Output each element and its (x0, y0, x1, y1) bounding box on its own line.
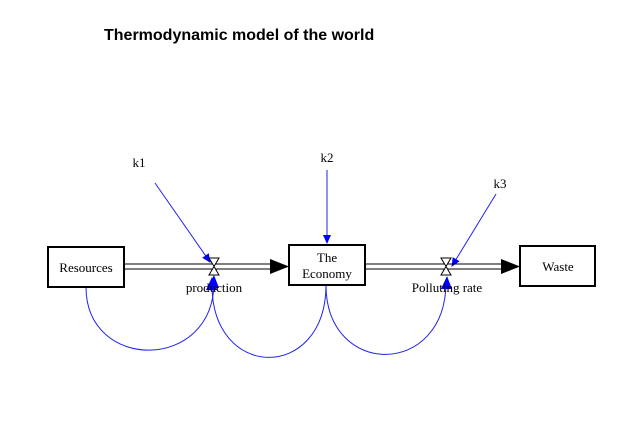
link-economy-to-production (211, 281, 327, 358)
param-k3-label[interactable]: k3 (494, 176, 507, 191)
flow-pipe-production (124, 259, 289, 274)
link-head-production-2 (206, 277, 217, 290)
link-resources-to-production (85, 281, 215, 351)
valve-icon[interactable] (208, 257, 220, 276)
flow-pipe-polluting (366, 259, 520, 274)
diagram-title: Thermodynamic model of the world (104, 27, 375, 44)
stock-economy-label-line2: Economy (302, 266, 352, 281)
link-k1-to-production (154, 182, 211, 263)
link-economy-to-polluting (325, 281, 447, 355)
stock-resources[interactable]: Resources (47, 246, 125, 288)
param-k1-label[interactable]: k1 (133, 155, 146, 170)
valve-icon[interactable] (440, 257, 452, 276)
param-k2-label[interactable]: k2 (321, 150, 334, 165)
stock-waste[interactable]: Waste (519, 245, 596, 287)
flow-polluting-label: Polluting rate (412, 280, 483, 295)
flow-production-label: production (186, 280, 243, 295)
link-head-polluting (441, 276, 452, 289)
stock-resources-label: Resources (59, 260, 112, 275)
stock-economy-label-line1: The (317, 250, 337, 265)
stock-waste-label: Waste (542, 259, 574, 274)
link-k3-to-polluting (451, 193, 497, 267)
stock-economy[interactable]: The Economy (288, 244, 366, 286)
